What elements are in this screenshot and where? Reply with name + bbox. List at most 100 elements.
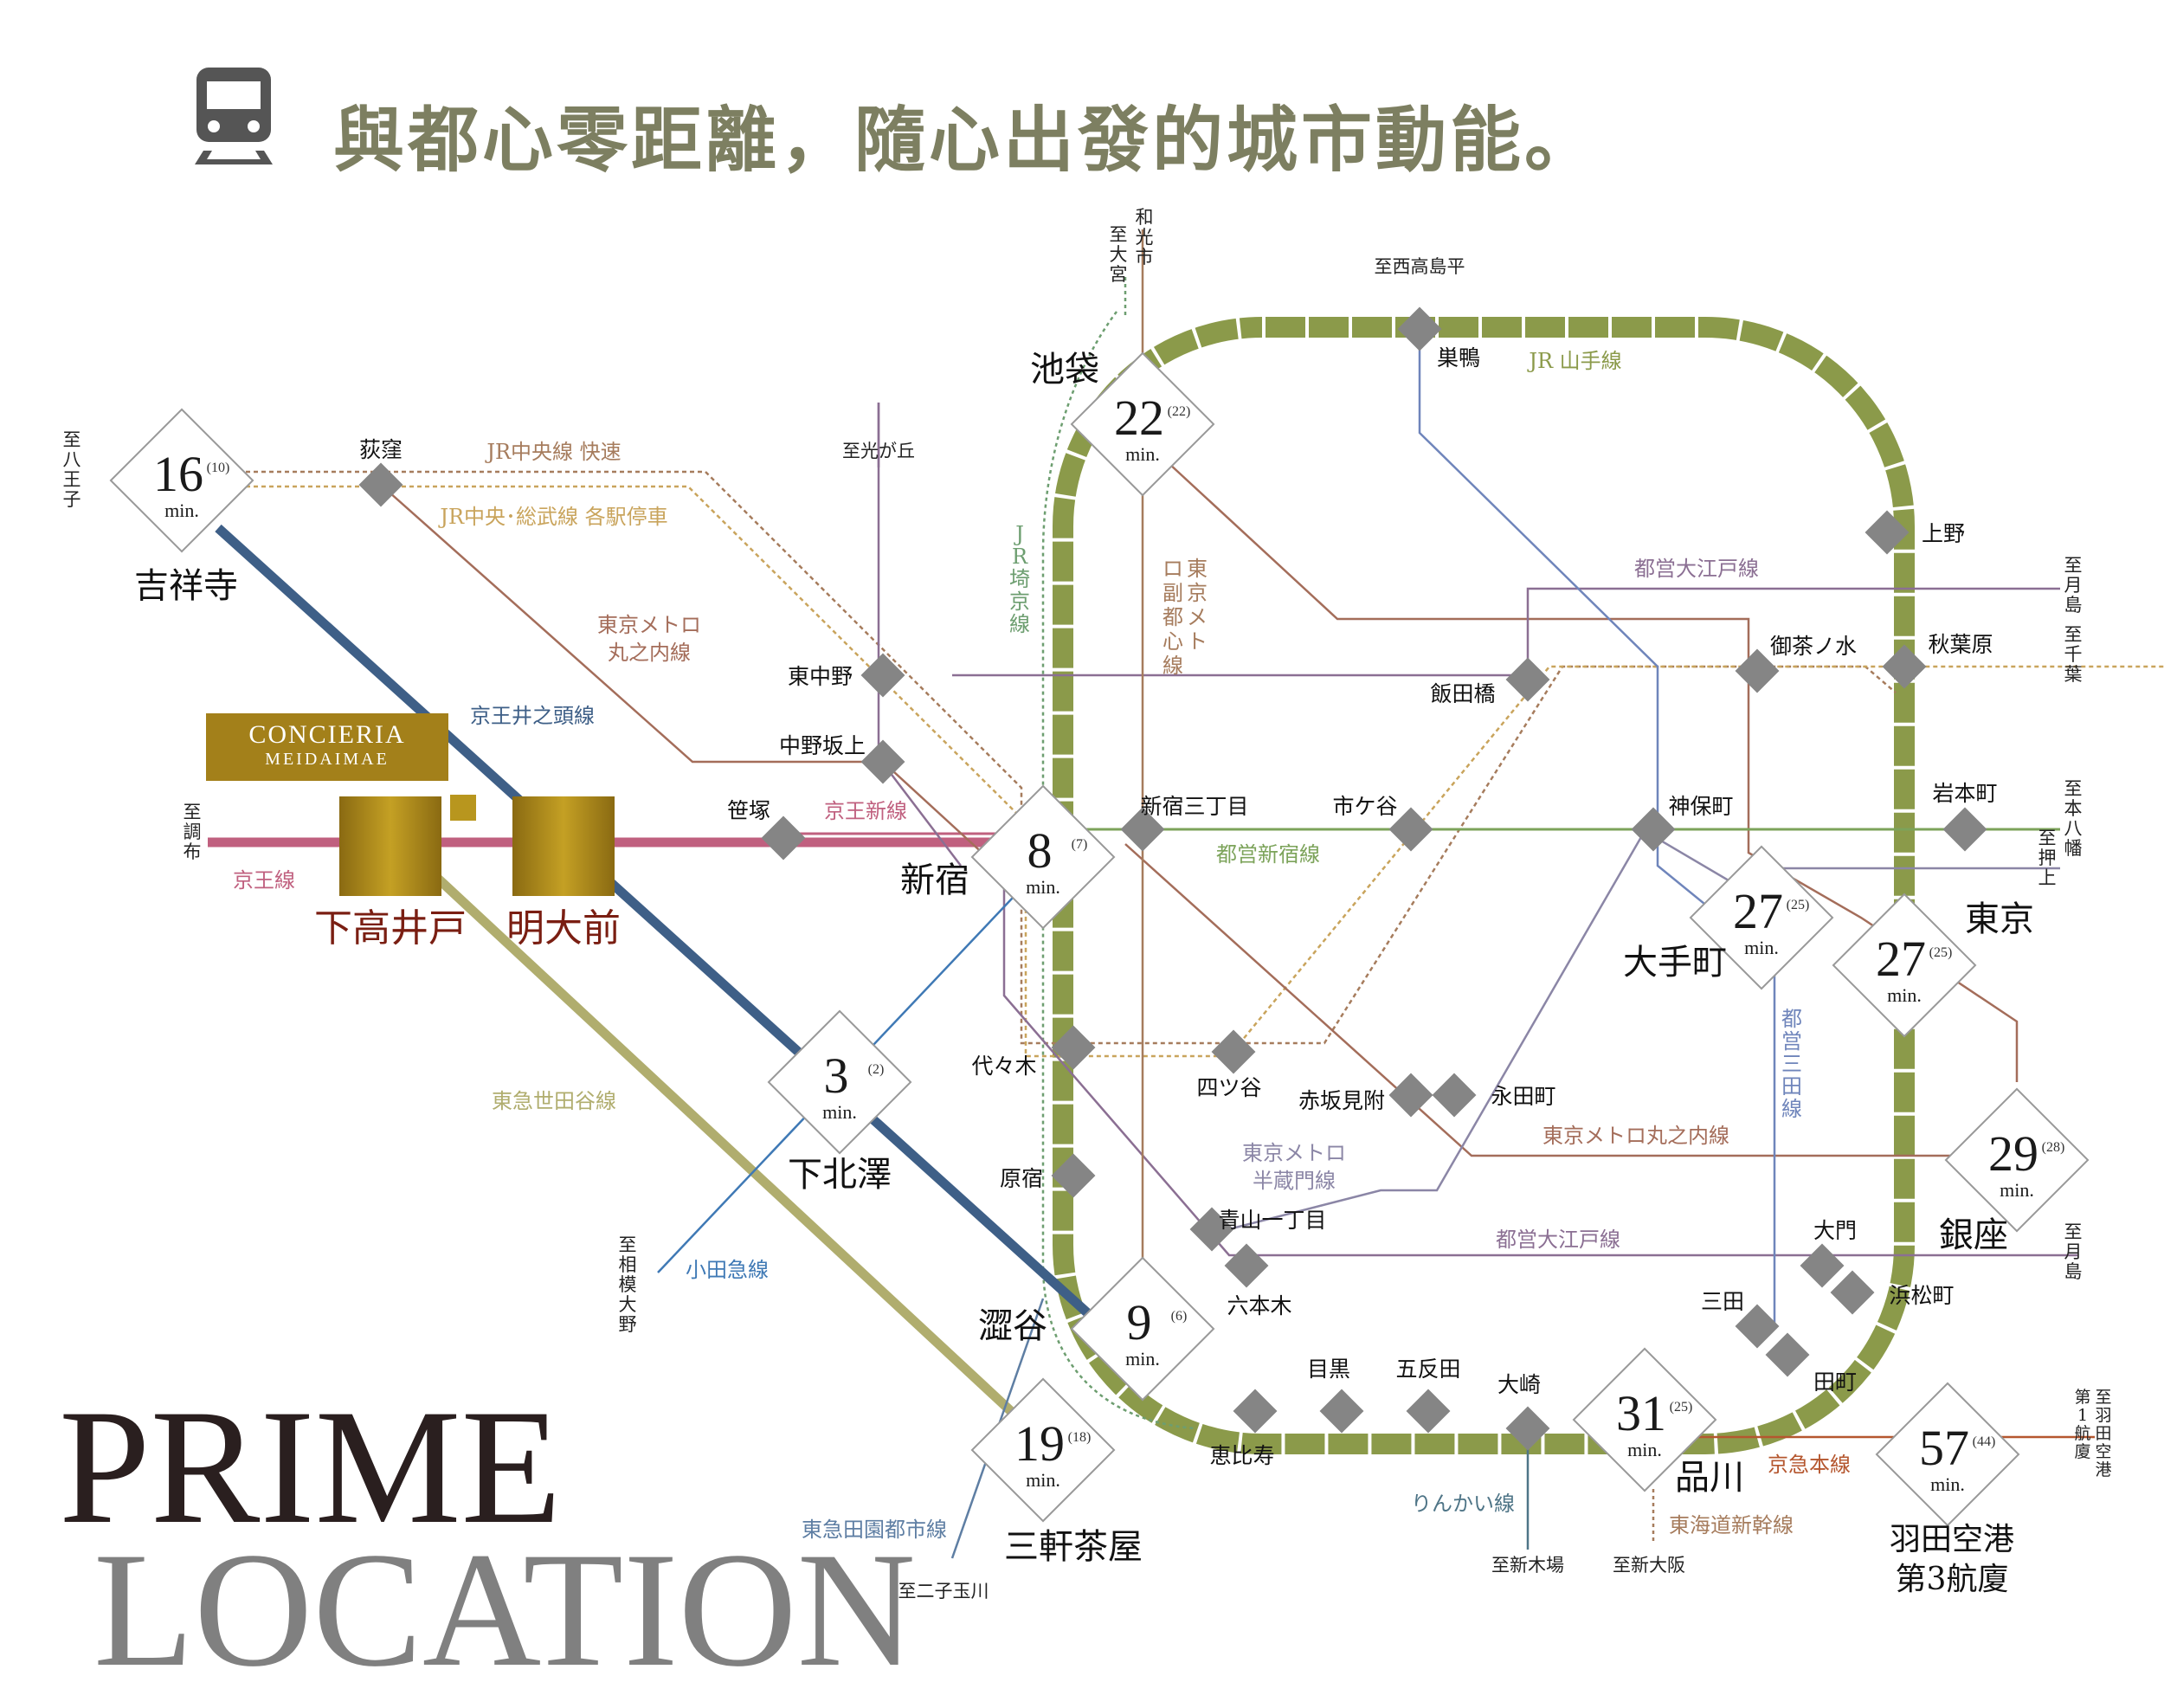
headline: 與都心零距離，隨心出發的城市動能。	[333, 99, 1600, 182]
hub-diamond	[1832, 893, 1977, 1038]
line-label-saikyo-char: 埼	[1009, 567, 1030, 591]
direction-to-wakoshi-char: 和	[1136, 207, 1154, 228]
direction-to-chofu-char: 調	[184, 822, 202, 842]
station-ochanomizu: 御茶ノ水	[1735, 634, 1857, 693]
direction-to-chiba-char: 千	[2064, 644, 2083, 665]
station-node	[1051, 1025, 1096, 1070]
hub-minutes: 9	[1127, 1294, 1152, 1350]
inokashira-line	[215, 524, 1094, 1320]
station-label: 飯田橋	[1430, 681, 1495, 706]
line-label-char: 都	[1163, 605, 1183, 629]
direction-char: 1	[2077, 1406, 2088, 1425]
direction-to-oshiage: 至押上	[2038, 828, 2057, 888]
marunouchi-line-main	[1168, 462, 2019, 1082]
direction-to-oshiage-char: 至	[2038, 828, 2057, 848]
hub-tokyo: 27(25)min.東京	[1832, 893, 2034, 1038]
station-node	[1765, 1332, 1810, 1377]
station-tamachi: 田町	[1765, 1332, 1857, 1395]
station-node	[1224, 1243, 1269, 1288]
station-label: 市ケ谷	[1332, 794, 1397, 819]
station-node	[1631, 807, 1676, 852]
direction-to-motoyawata-char: 幡	[2064, 838, 2083, 859]
direction-to-sagamiono-char: 野	[619, 1314, 637, 1335]
station-label: 原宿	[1000, 1166, 1043, 1191]
station-label: 東中野	[788, 664, 853, 689]
station-nagatacho: 永田町	[1432, 1073, 1556, 1118]
hub-sub: (25)	[1929, 945, 1953, 960]
direction-to-chofu: 至調布	[184, 802, 202, 862]
direction-to-chofu-char: 至	[184, 802, 202, 822]
line-label-toei-mita-char: 線	[1781, 1097, 1802, 1121]
station-label: 恵比寿	[1209, 1443, 1274, 1468]
direction-char: 至	[2095, 1388, 2111, 1407]
hub-minutes: 31	[1616, 1385, 1666, 1441]
direction-to-tsukishima-top-char: 至	[2064, 555, 2083, 576]
hub-sub: (28)	[2042, 1140, 2065, 1155]
hub-sub: (44)	[1973, 1434, 1996, 1449]
station-mita: 三田	[1701, 1289, 1780, 1349]
direction-to-futakotamagawa: 至二子玉川	[898, 1581, 989, 1602]
direction-to-motoyawata-char: 八	[2064, 818, 2083, 839]
station-node	[1830, 1270, 1875, 1315]
hub-name: 下北澤	[788, 1155, 892, 1195]
station-node	[860, 653, 905, 698]
brand-accent	[450, 795, 476, 821]
hub-diamond	[767, 1009, 912, 1155]
station-sasazuka: 笹塚	[727, 798, 806, 860]
station-iwamotocho: 岩本町	[1932, 781, 1998, 852]
station-osaki: 大崎	[1497, 1372, 1550, 1451]
station-ueno: 上野	[1865, 510, 1965, 555]
station-node	[1505, 1406, 1550, 1451]
station-roppongi: 六本木	[1224, 1243, 1292, 1318]
hub-shimokitazawa: 3(2)min.下北澤	[767, 1009, 912, 1195]
direction-to-chiba-char: 至	[2064, 624, 2083, 645]
direction-to-wakoshi-char: 市	[1136, 247, 1154, 267]
hub-sub: (10)	[207, 461, 230, 475]
hub-diamond	[1572, 1347, 1717, 1492]
hub-diamond	[1944, 1087, 2090, 1233]
line-label-char: ロ	[1163, 557, 1183, 581]
hub-shibuya: 9(6)min.澀谷	[978, 1256, 1215, 1402]
direction-to-oshiage-char: 上	[2038, 867, 2057, 888]
direction-to-sagamiono-char: 相	[619, 1254, 637, 1275]
station-label: 荻窪	[359, 437, 403, 462]
line-label-jr-chuo-rapid: JR中央線 快速	[484, 440, 621, 464]
station-node	[1942, 807, 1987, 852]
hub-sangenjaya: 19(18)min.三軒茶屋	[970, 1377, 1143, 1567]
direction-to-hachioji-char: 子	[63, 489, 81, 510]
station-node	[1397, 306, 1442, 351]
station-label: 大門	[1813, 1218, 1857, 1243]
hub-shinjuku: 8(7)min.新宿	[900, 784, 1116, 930]
hub-otemachi: 27(25)min.大手町	[1623, 845, 1834, 990]
line-label-oedo-bottom: 都営大江戸線	[1496, 1228, 1620, 1252]
oedo-line-main	[952, 587, 2060, 677]
station-label: 六本木	[1227, 1293, 1291, 1318]
direction-to-hachioji-char: 八	[63, 449, 81, 470]
hub-diamond	[970, 784, 1116, 930]
hub-diamond	[1689, 845, 1834, 990]
logo-line2: LOCATION	[93, 1519, 916, 1701]
hub-sub: (18)	[1068, 1430, 1092, 1445]
hub-min-label: min.	[1744, 937, 1779, 958]
station-node	[1505, 657, 1550, 702]
hub-min-label: min.	[164, 500, 199, 521]
hub-minutes: 27	[1876, 931, 1926, 987]
station-label: 上野	[1922, 521, 1965, 546]
hub-sub: (22)	[1168, 404, 1191, 419]
home-label-shimotakaido: 下高井戸	[314, 906, 467, 951]
direction-to-tsukishima-bottom-char: 至	[2064, 1221, 2083, 1242]
line-label-char: メ	[1187, 605, 1208, 629]
hub-name: 銀座	[1939, 1215, 2008, 1255]
direction-to-shinkiba: 至新木場	[1491, 1555, 1564, 1576]
line-label-char: ト	[1187, 629, 1208, 654]
station-node	[1800, 1243, 1845, 1288]
direction-to-chiba-char: 葉	[2064, 664, 2083, 685]
station-node	[1211, 1029, 1256, 1074]
direction-to-hikarigaoka: 至光が丘	[842, 441, 915, 461]
